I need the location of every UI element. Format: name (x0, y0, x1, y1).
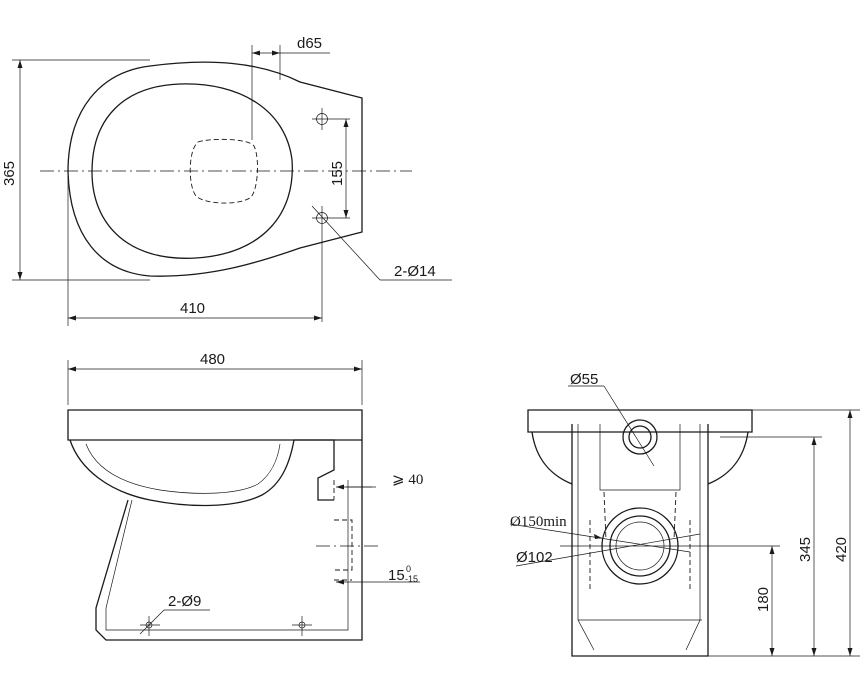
front-view: Ø55 Ø150min Ø102 180 345 420 (509, 371, 860, 657)
plan-fixing-hole-bottom (312, 206, 350, 322)
side-view: 480 ⩾ 40 15 0 -15 2-Ø9 (67, 351, 423, 641)
floor-fixing-holes-label: 2-Ø9 (168, 593, 201, 610)
fixing-spacing-label: 155 (329, 161, 346, 186)
side-floor-fixing-right (292, 616, 312, 636)
min-clearance-label: ⩾ 40 (392, 472, 423, 488)
plan-view: d65 365 155 2-Ø14 410 (1, 35, 452, 326)
outlet-angle-label: 15 (388, 567, 405, 584)
outlet-angle-sup: 0 (406, 564, 411, 574)
outlet-min-diameter-label: Ø150min (510, 514, 567, 530)
outlet-height-label: 180 (755, 587, 772, 612)
plan-outer-outline (67, 61, 363, 277)
outlet-angle-sub: -15 (405, 574, 418, 584)
side-floor-fixing-left (140, 616, 160, 636)
front-rim (527, 409, 753, 433)
side-length-label: 480 (200, 351, 225, 368)
inlet-inner (628, 425, 652, 449)
plan-fixing-holes-label: 2-Ø14 (394, 263, 436, 280)
side-bowl (69, 439, 295, 507)
overall-height-label: 420 (833, 537, 850, 562)
inlet-diameter-label: Ø55 (570, 371, 598, 388)
plan-outlet-hidden (189, 138, 258, 204)
plan-inner-bowl (91, 83, 293, 259)
plan-depth-label: 365 (1, 161, 18, 186)
side-rim (67, 409, 363, 441)
outlet-offset-label: d65 (297, 35, 322, 52)
plan-fixing-hole-top (312, 108, 350, 130)
outlet-diameter-label: Ø102 (516, 549, 553, 566)
inlet-outer (622, 419, 658, 455)
rim-height-label: 345 (797, 537, 814, 562)
plan-length-label: 410 (180, 300, 205, 317)
